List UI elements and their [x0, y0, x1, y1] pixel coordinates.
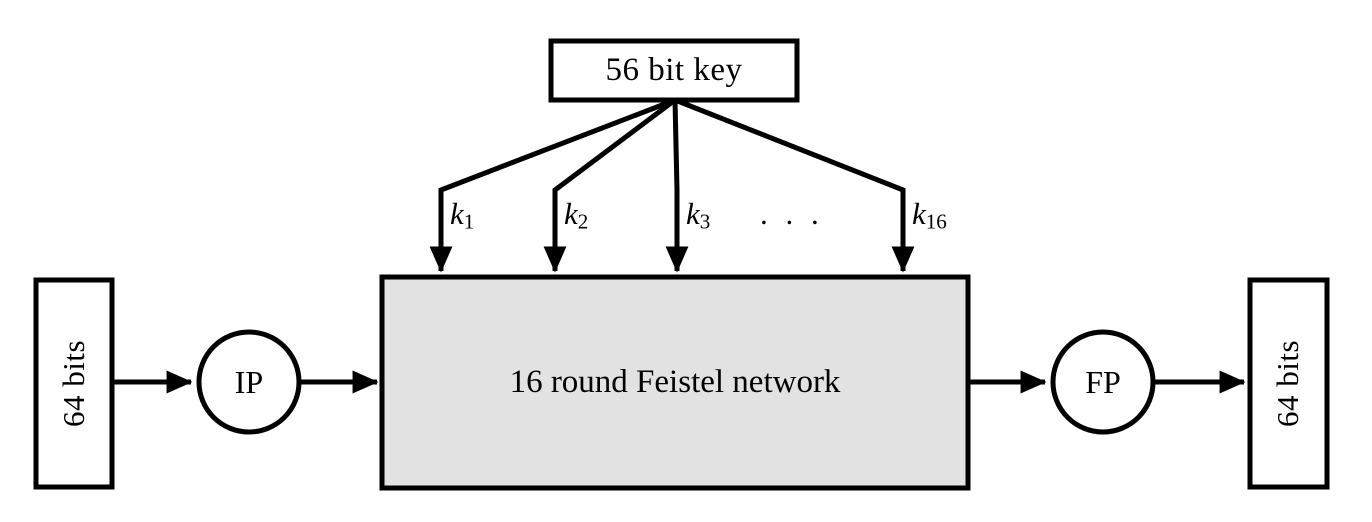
key-fanout-line-16	[674, 97, 915, 273]
subkey-base-k2: k	[564, 196, 578, 231]
subkey-index-k16: 16	[925, 209, 947, 234]
ip-node-label: IP	[234, 363, 264, 400]
key-block-label: 56 bit key	[605, 52, 743, 88]
subkey-base-k3: k	[686, 196, 700, 231]
fp-node-label: FP	[1085, 363, 1121, 400]
subkey-label-k1: k1	[450, 196, 474, 235]
input-block-label: 64 bits	[56, 339, 91, 428]
subkey-base-k16: k	[912, 196, 926, 231]
subkey-index-k2: 2	[577, 209, 589, 234]
feistel-block-rect	[379, 274, 971, 491]
subkey-index-k3: 3	[699, 209, 711, 234]
output-block-label: 64 bits	[1270, 339, 1305, 428]
subkey-ellipsis: . . .	[760, 196, 824, 231]
subkey-index-k1: 1	[463, 209, 475, 234]
key-fanout-line-1	[429, 97, 676, 273]
subkey-base-k1: k	[450, 196, 464, 231]
feistel-block-label: 16 round Feistel network	[509, 364, 841, 400]
key-fanout-line-2	[543, 98, 677, 273]
output-block-rect	[1247, 277, 1330, 490]
subkey-label-k3: k3	[686, 196, 710, 235]
input-block-rect	[33, 277, 115, 490]
subkey-label-k16: k16	[912, 196, 947, 235]
key-fanout-line-3	[665, 99, 689, 273]
subkey-label-k2: k2	[564, 196, 588, 235]
